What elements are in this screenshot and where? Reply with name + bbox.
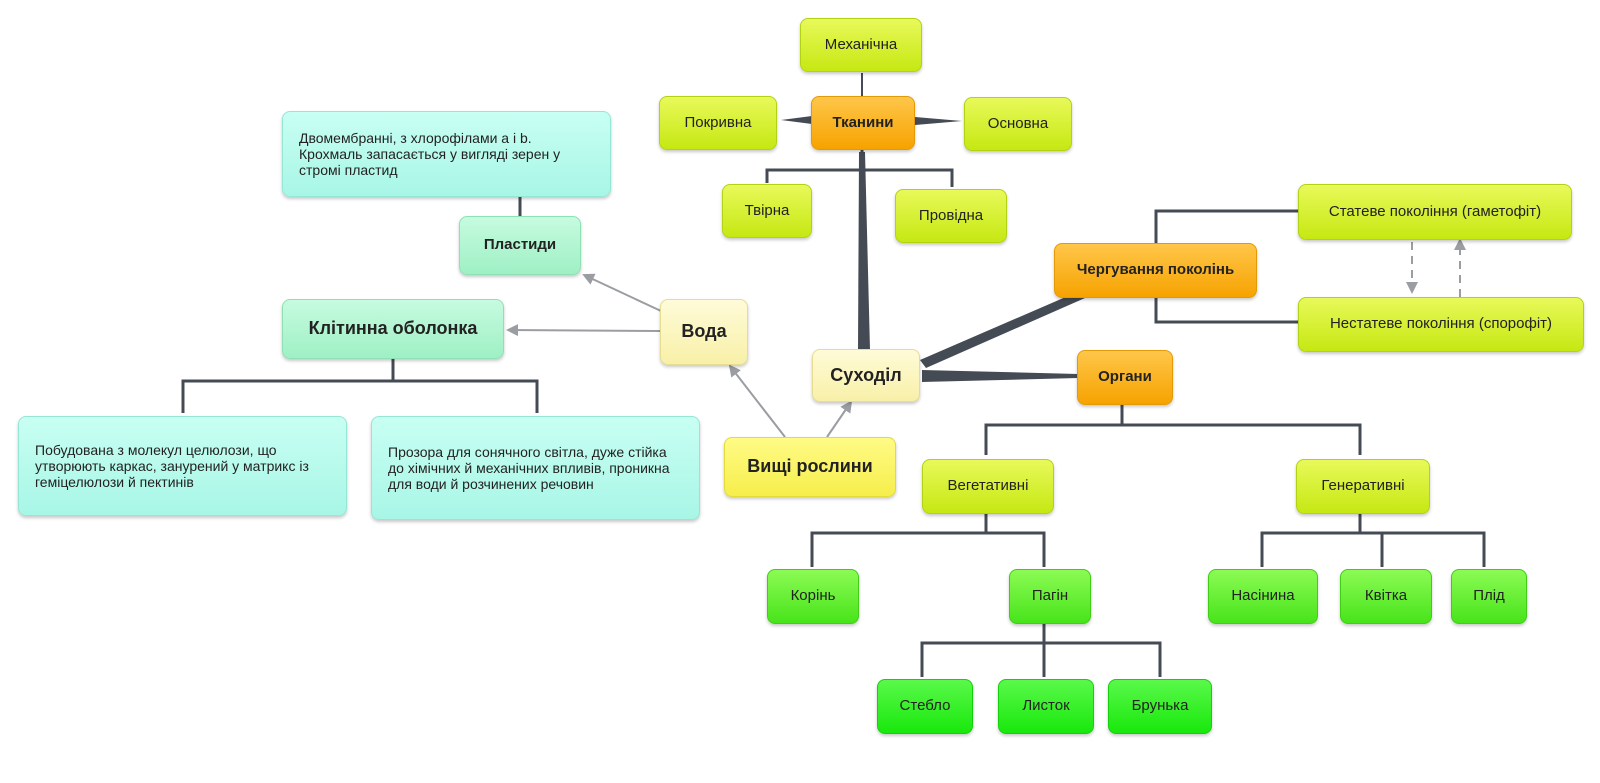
node-plastids-description[interactable]: Двомембранні, з хлорофілами а і b. Крохм…	[282, 111, 611, 197]
node-basic[interactable]: Основна	[964, 97, 1072, 151]
node-cell-wall[interactable]: Клітинна оболонка	[282, 299, 504, 359]
node-alternation-of-generations[interactable]: Чергування поколінь	[1054, 243, 1257, 298]
tissues-connectors	[765, 73, 962, 350]
node-stem[interactable]: Стебло	[877, 679, 973, 734]
node-tissues[interactable]: Тканини	[811, 96, 915, 150]
node-fruit[interactable]: Плід	[1451, 569, 1527, 624]
node-bud[interactable]: Брунька	[1108, 679, 1212, 734]
cell-wall-connectors	[181, 358, 539, 413]
node-seed[interactable]: Насінина	[1208, 569, 1318, 624]
node-asexual-generation[interactable]: Нестатеве покоління (спорофіт)	[1298, 297, 1584, 352]
node-land[interactable]: Суходіл	[812, 349, 920, 402]
organs-connectors	[810, 405, 1486, 677]
generation-arrows	[1406, 238, 1466, 297]
node-formative[interactable]: Твірна	[722, 184, 812, 238]
node-water[interactable]: Вода	[660, 299, 748, 365]
node-plastids[interactable]: Пластиди	[459, 216, 581, 275]
node-cell-wall-structure[interactable]: Побудована з молекул целюлози, що утворю…	[18, 416, 347, 516]
node-vegetative[interactable]: Вегетативні	[922, 459, 1054, 514]
node-leaf[interactable]: Листок	[998, 679, 1094, 734]
node-conductive[interactable]: Провідна	[895, 189, 1007, 243]
land-connectors	[920, 296, 1085, 382]
node-generative[interactable]: Генеративні	[1296, 459, 1430, 514]
node-covering[interactable]: Покривна	[659, 96, 777, 150]
node-flower[interactable]: Квітка	[1340, 569, 1432, 624]
node-organs[interactable]: Органи	[1077, 350, 1173, 405]
water-arrows	[506, 273, 853, 438]
node-root[interactable]: Корінь	[767, 569, 859, 624]
node-shoot[interactable]: Пагін	[1009, 569, 1091, 624]
node-higher-plants[interactable]: Вищі рослини	[724, 437, 896, 497]
alternation-connectors	[1154, 209, 1298, 324]
node-cell-wall-properties[interactable]: Прозора для сонячного світла, дуже стійк…	[371, 416, 700, 520]
node-sexual-generation[interactable]: Статеве покоління (гаметофіт)	[1298, 184, 1572, 240]
node-mechanical[interactable]: Механічна	[800, 18, 922, 72]
